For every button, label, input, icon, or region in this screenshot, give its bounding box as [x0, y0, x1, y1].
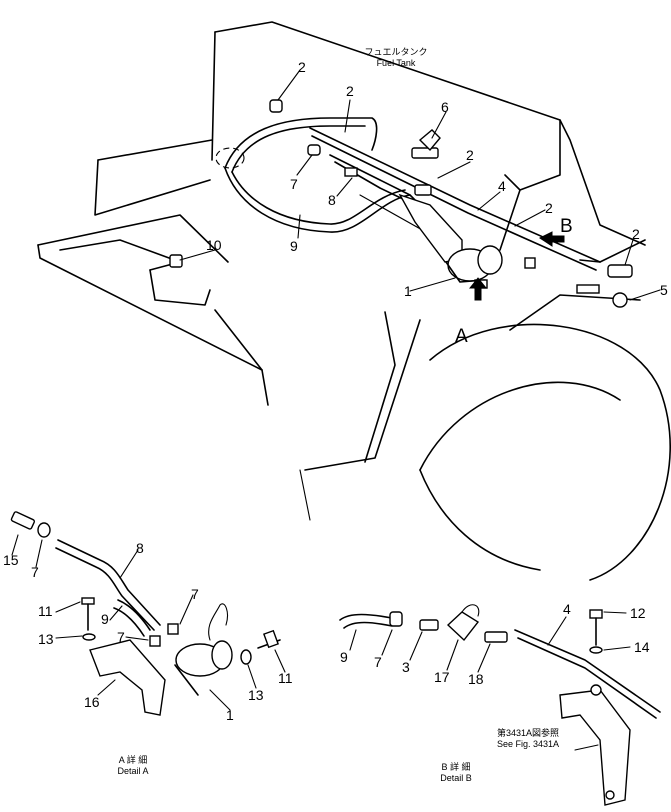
- callout: 4: [563, 601, 571, 617]
- callout: 4: [498, 178, 506, 194]
- callout: 18: [468, 671, 484, 687]
- callout: 13: [38, 631, 54, 647]
- callout: 9: [340, 649, 348, 665]
- callout: 17: [434, 669, 450, 685]
- callout: 1: [404, 283, 412, 299]
- callout: 2: [298, 59, 306, 75]
- view-marker-b: B: [560, 216, 573, 237]
- callout: 7: [290, 176, 298, 192]
- callout: 5: [660, 282, 668, 298]
- detail-b-title-en: Detail B: [440, 773, 472, 783]
- callout: 7: [31, 564, 39, 580]
- detail-a-drawing: [10, 511, 286, 716]
- callout: 1: [226, 707, 234, 723]
- callout: 2: [545, 200, 553, 216]
- callout: 2: [466, 147, 474, 163]
- callout: 12: [630, 605, 646, 621]
- view-arrows: [468, 231, 565, 301]
- machine-body-outline: [37, 21, 671, 581]
- detail-b-title-jp: B 詳 細: [441, 761, 470, 772]
- detail-a-title-en: Detail A: [117, 766, 148, 776]
- callout: 6: [441, 99, 449, 115]
- view-marker-a: A: [455, 326, 468, 347]
- callout: 9: [290, 238, 298, 254]
- callout: 8: [136, 540, 144, 556]
- fuel-pump-assembly: [398, 193, 503, 289]
- fuel-line-9: [215, 117, 411, 233]
- callout: 3: [402, 659, 410, 675]
- callout: 7: [191, 586, 199, 602]
- callout: 11: [278, 670, 293, 686]
- callout: 15: [3, 552, 19, 568]
- callout: 7: [374, 654, 382, 670]
- callout: 14: [634, 639, 650, 655]
- see-fig-jp: 第3431A図参照: [497, 727, 559, 738]
- callout: 2: [632, 226, 640, 242]
- fuel-tank-label-jp: フュエルタンク: [364, 47, 427, 57]
- callout: 7: [117, 629, 125, 645]
- callout: 2: [346, 83, 354, 99]
- callout: 11: [38, 603, 53, 619]
- leader-lines-main: [179, 69, 661, 301]
- fittings: [169, 99, 633, 308]
- callout: 16: [84, 694, 100, 710]
- detail-b-drawing: [339, 604, 661, 806]
- callout: 8: [328, 192, 336, 208]
- callout: 9: [101, 611, 109, 627]
- detail-a-title-jp: A 詳 細: [119, 754, 148, 765]
- fuel-tank-label-en: Fuel Tank: [377, 58, 416, 68]
- callout: 13: [248, 687, 264, 703]
- labels: フュエルタンク Fuel Tank B A 1 2 2 2 2 2 4 5 5 …: [3, 47, 668, 783]
- see-fig-en: See Fig. 3431A: [497, 739, 559, 749]
- callout: 10: [206, 237, 222, 253]
